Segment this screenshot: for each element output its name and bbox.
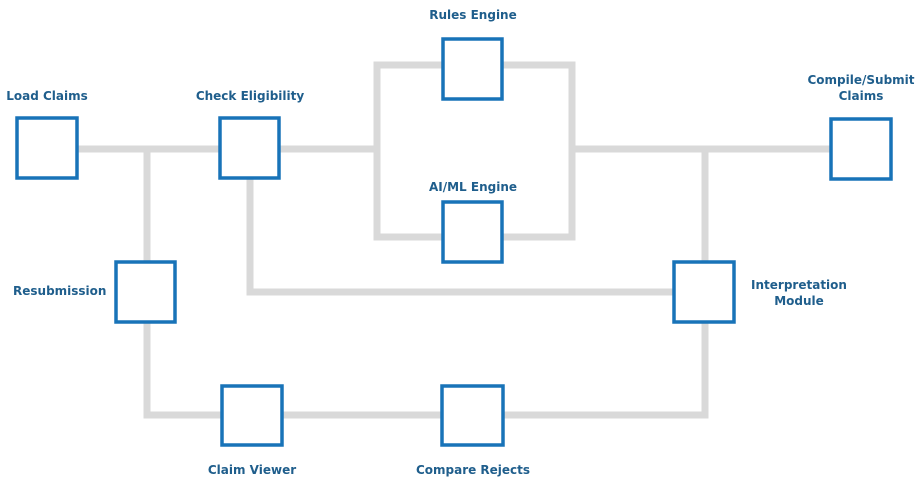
label-claim-viewer: Claim Viewer bbox=[207, 463, 297, 477]
connector-resubmission-to-claim-viewer bbox=[143, 318, 226, 419]
connector-rules-engine-loop bbox=[373, 61, 576, 241]
label-load-claims: Load Claims bbox=[6, 89, 88, 103]
node-interpretation-module[interactable] bbox=[672, 260, 736, 324]
label-interpretation-module: Interpretation Module bbox=[751, 278, 847, 308]
node-claim-viewer[interactable] bbox=[220, 384, 284, 447]
node-load-claims[interactable] bbox=[15, 116, 79, 180]
node-compare-rejects[interactable] bbox=[440, 384, 505, 447]
label-resubmission: Resubmission bbox=[13, 284, 107, 298]
connector-eligibility-to-interpretation bbox=[246, 174, 678, 296]
label-check-eligibility: Check Eligibility bbox=[195, 89, 305, 103]
nodes bbox=[15, 37, 893, 447]
label-compare-rejects: Compare Rejects bbox=[415, 463, 531, 477]
label-rules-engine: Rules Engine bbox=[429, 8, 517, 22]
node-compile-submit[interactable] bbox=[829, 117, 893, 181]
node-ai-ml-engine[interactable] bbox=[441, 200, 504, 264]
node-check-eligibility[interactable] bbox=[218, 116, 281, 180]
node-rules-engine[interactable] bbox=[441, 37, 504, 101]
label-compile-submit: Compile/Submit Claims bbox=[807, 73, 915, 103]
connector-compare-rejects-to-interpretation bbox=[499, 318, 709, 419]
connectors bbox=[73, 61, 835, 419]
node-resubmission[interactable] bbox=[114, 260, 177, 324]
label-ai-ml-engine: AI/ML Engine bbox=[428, 180, 518, 194]
